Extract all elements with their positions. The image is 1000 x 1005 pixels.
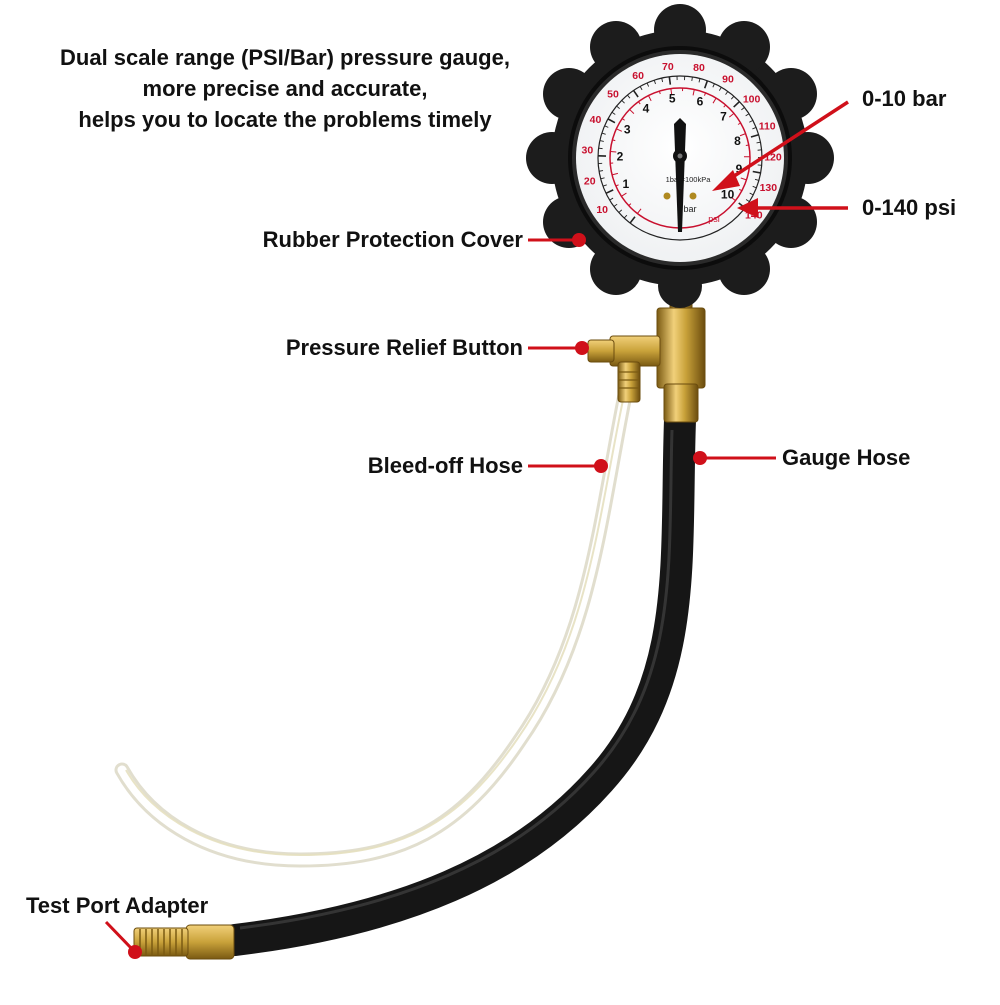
rubber-cover-label: Rubber Protection Cover <box>263 227 523 253</box>
description-line-2: more precise and accurate, <box>0 73 570 104</box>
bleed-hose-label: Bleed-off Hose <box>368 453 523 479</box>
rubber-cover-dot <box>572 233 586 247</box>
bar-unit-label: bar <box>683 204 696 214</box>
test-port-dot <box>128 945 142 959</box>
bar-tick <box>669 77 670 85</box>
test-port-adapter <box>134 925 234 959</box>
bar-scale-label: 3 <box>624 122 631 136</box>
test-port-label: Test Port Adapter <box>26 893 208 919</box>
bar-scale-label: 4 <box>643 102 650 116</box>
face-screw-right <box>690 193 697 200</box>
bar-scale-label: 10 <box>721 188 735 202</box>
bar-scale-label: 5 <box>669 92 676 106</box>
bar-scale-label: 6 <box>697 94 704 108</box>
relief-button-label: Pressure Relief Button <box>286 335 523 361</box>
bar-range-label: 0-10 bar <box>862 86 946 112</box>
psi-scale-label: 40 <box>590 114 602 126</box>
psi-scale-label: 90 <box>722 73 734 85</box>
psi-range-label: 0-140 psi <box>862 195 956 221</box>
psi-scale-label: 10 <box>596 204 608 216</box>
psi-scale-label: 80 <box>693 62 705 74</box>
psi-scale-label: 20 <box>584 175 596 187</box>
unit-note: 1bar=100kPa <box>666 175 712 184</box>
psi-tick <box>610 151 616 152</box>
bar-scale-label: 1 <box>623 177 630 191</box>
gauge-hose-dot <box>693 451 707 465</box>
bar-scale-label: 2 <box>617 149 624 163</box>
description-line-3: helps you to locate the problems timely <box>0 104 570 135</box>
psi-scale-label: 70 <box>662 61 674 73</box>
psi-unit-label: psi <box>708 214 720 224</box>
bleed-hose-dot <box>594 459 608 473</box>
bar-scale-label: 7 <box>720 110 727 124</box>
bar-tick <box>599 171 603 172</box>
psi-scale-label: 110 <box>759 121 776 133</box>
product-description: Dual scale range (PSI/Bar) pressure gaug… <box>0 42 570 135</box>
bar-tick <box>692 77 693 81</box>
face-screw-left <box>664 193 671 200</box>
description-line-1: Dual scale range (PSI/Bar) pressure gaug… <box>0 42 570 73</box>
psi-scale-label: 100 <box>743 94 761 106</box>
relief-button-dot <box>575 341 589 355</box>
psi-scale-label: 130 <box>760 182 778 194</box>
psi-scale-label: 30 <box>582 144 594 156</box>
test-port-pointer-line <box>106 922 133 950</box>
gauge-hose-label: Gauge Hose <box>782 445 910 471</box>
psi-scale-label: 50 <box>607 88 619 100</box>
psi-scale-label: 60 <box>632 70 644 82</box>
bar-scale-label: 8 <box>734 134 741 148</box>
psi-tick <box>746 145 749 146</box>
